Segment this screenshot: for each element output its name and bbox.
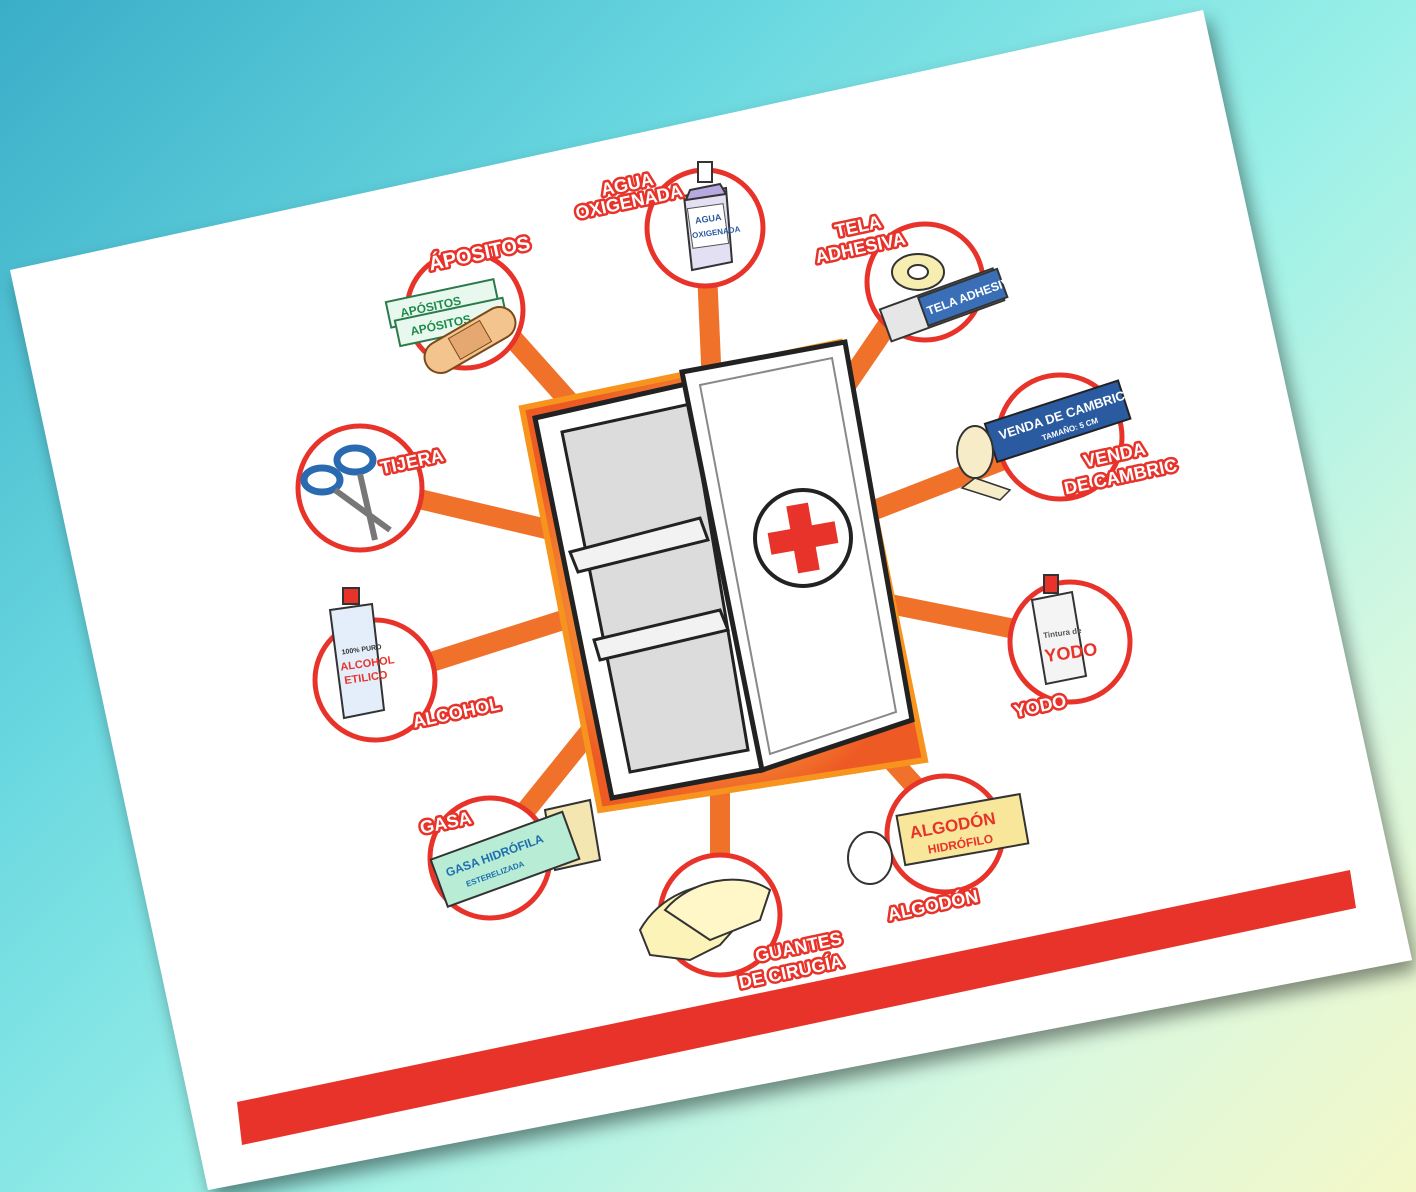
slide: APÓSITOS APÓSITOS AGUA OXIGENADA TELA AD… [0, 0, 1416, 1192]
